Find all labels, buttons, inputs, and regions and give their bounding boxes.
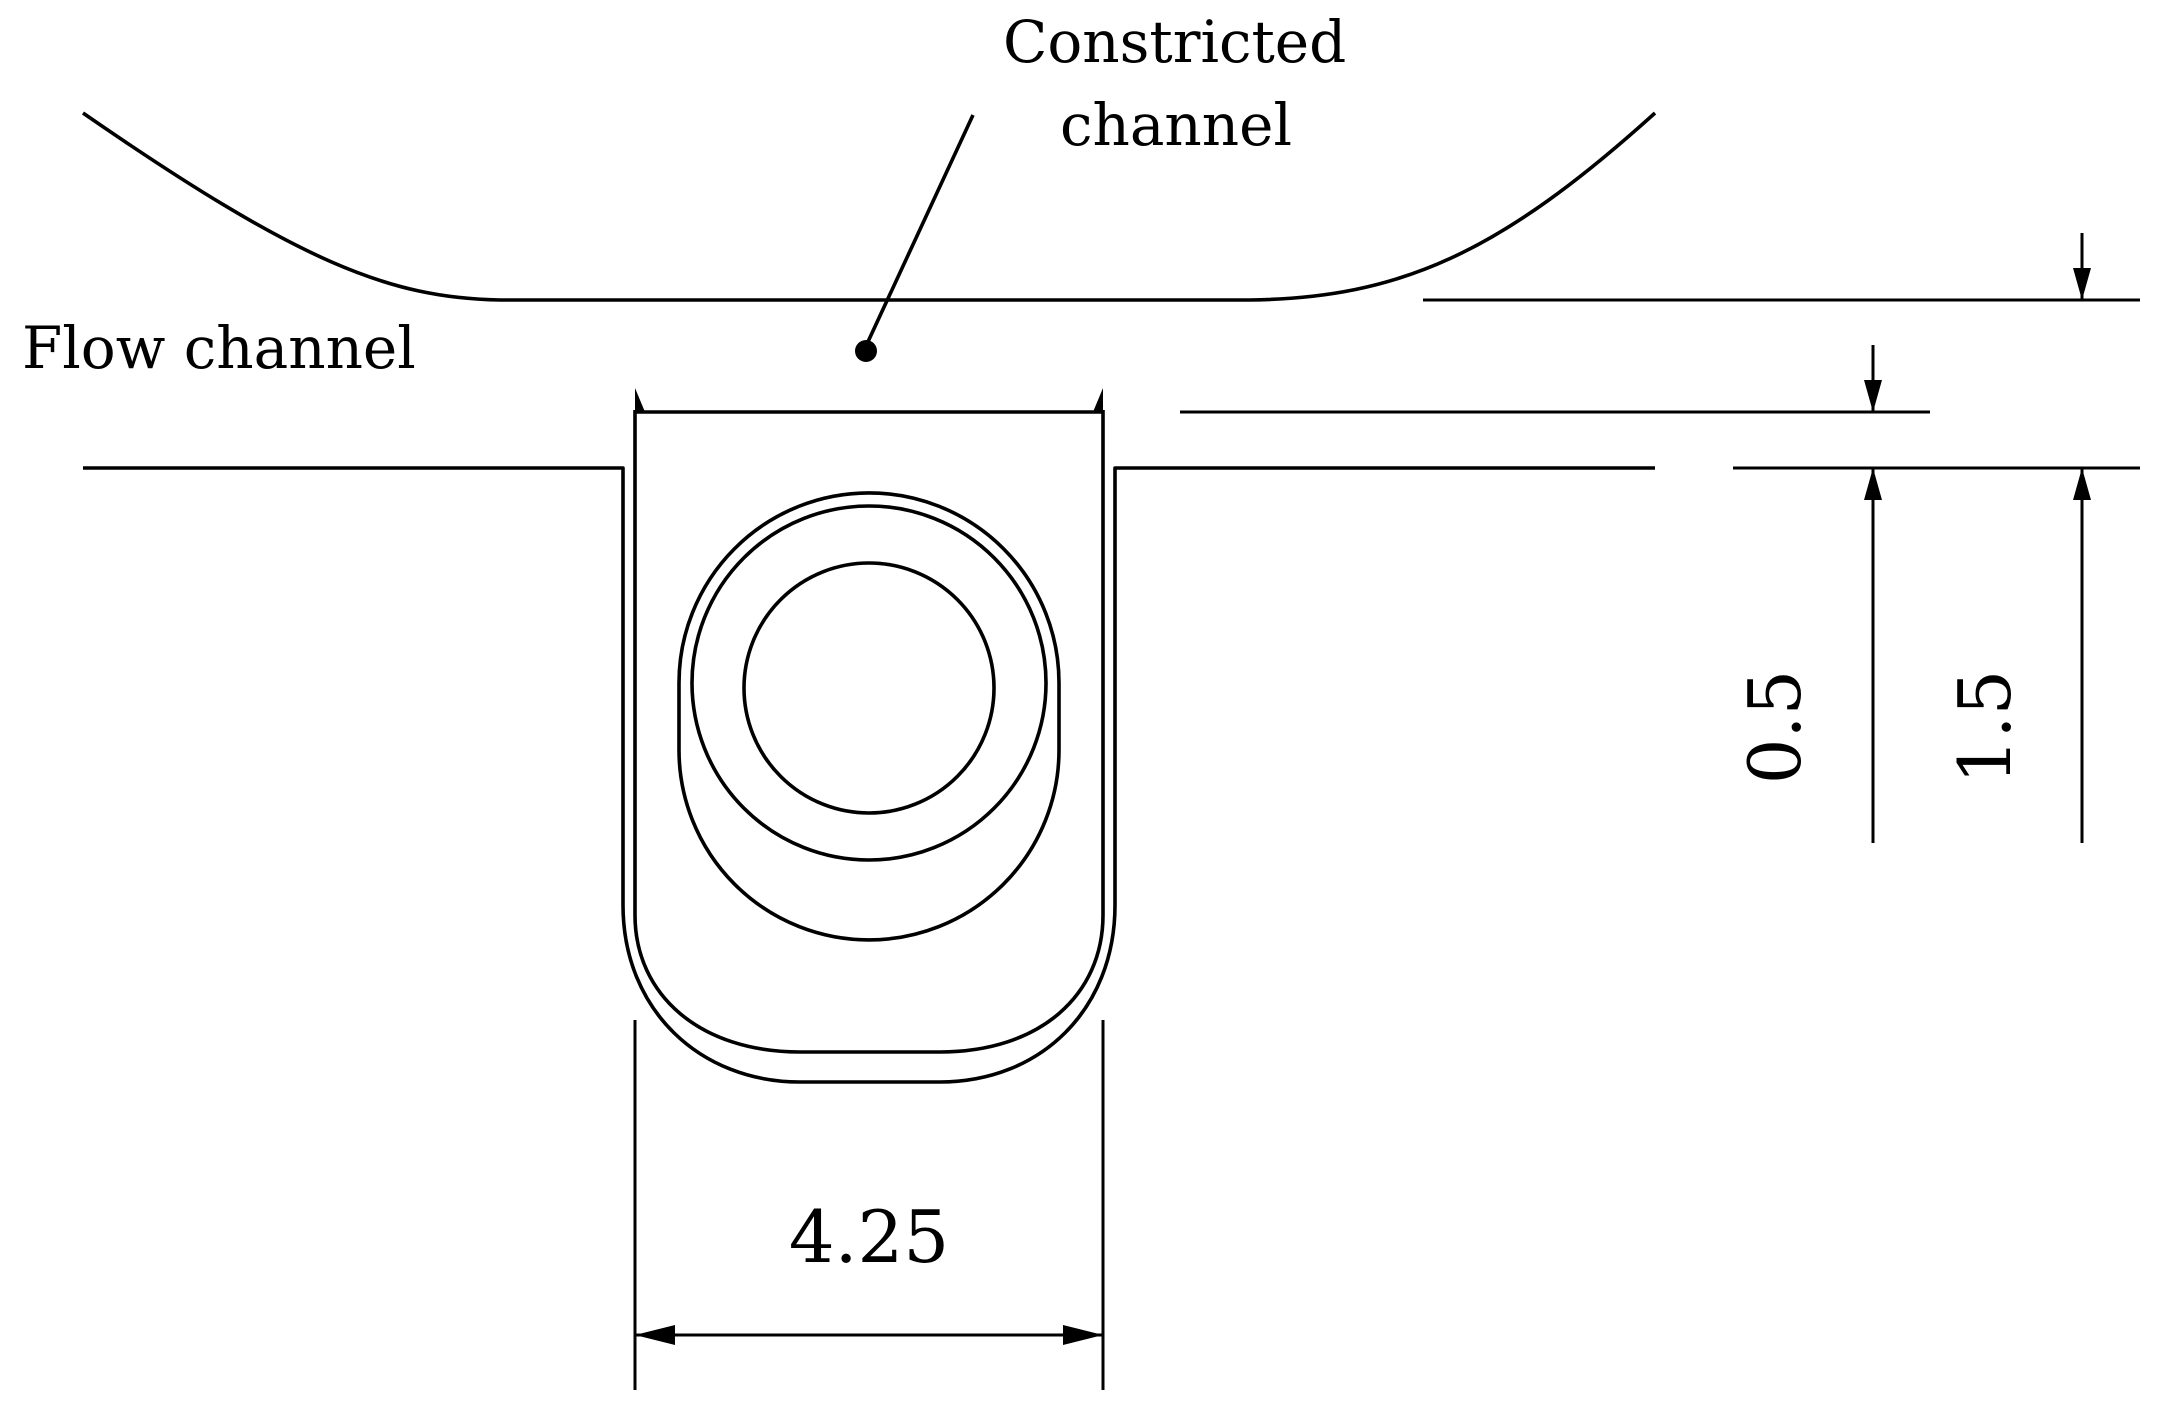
flow-channel-label: Flow channel <box>22 314 416 382</box>
width-dimension-value: 4.25 <box>789 1195 949 1279</box>
boss-hole <box>742 561 996 815</box>
width-arrow-left <box>635 1325 675 1345</box>
insert-right-tab <box>1093 388 1103 412</box>
gap-large-dimension-value: 1.5 <box>1943 670 2027 785</box>
insert-body <box>633 410 1105 1054</box>
constricted-channel-leader-dot <box>855 340 877 362</box>
width-arrow-right <box>1063 1325 1103 1345</box>
gap-small-arrow-bottom <box>1864 468 1882 500</box>
constricted-channel-label-line1: Constricted <box>1003 8 1346 76</box>
gap-small-arrow-top <box>1864 380 1882 412</box>
boss-ring <box>690 504 1048 862</box>
constricted-channel-label-line2: channel <box>1060 91 1292 159</box>
constricted-channel-leader <box>864 114 975 347</box>
pocket-outer-bottom <box>621 904 1117 1084</box>
lower-channel-wall-right <box>1113 466 1655 905</box>
gap-large-arrow-top <box>2073 268 2091 300</box>
gap-large-arrow-bottom <box>2073 468 2091 500</box>
boss-outline <box>677 491 1061 942</box>
lower-channel-wall-left <box>83 466 625 905</box>
insert-left-tab <box>635 388 645 412</box>
upper-channel-wall <box>81 111 1657 302</box>
gap-small-dimension-value: 0.5 <box>1733 670 1817 785</box>
